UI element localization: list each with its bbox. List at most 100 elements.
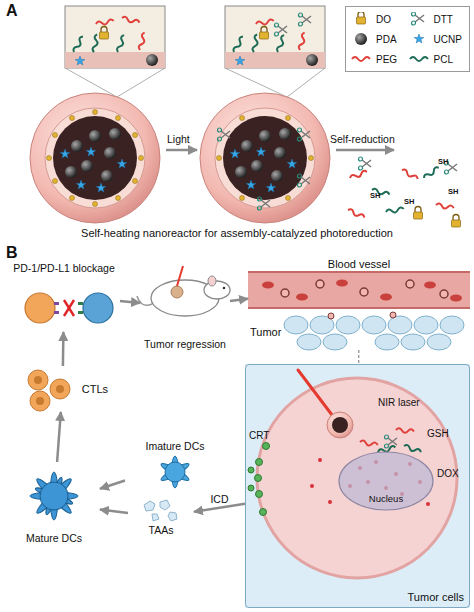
nanoreactor-sphere-part-part <box>240 196 245 201</box>
nanoreactor-sphere-part <box>218 128 231 141</box>
tumor-cluster-part <box>284 316 308 334</box>
checkpoint-cells-part <box>25 293 55 323</box>
tumor-cell-scene-part-part <box>426 502 430 506</box>
zoom-inset-part <box>65 6 165 68</box>
edge-label: ICD <box>210 493 228 505</box>
tumor-cell-scene-part <box>257 378 457 578</box>
tumor-cell-scene <box>245 364 470 608</box>
nanoreactor-sphere-part <box>251 160 263 172</box>
zoom-inset-part <box>65 52 165 68</box>
vessel-lumen-part-part <box>440 290 448 298</box>
nanoreactor-sphere-part <box>256 147 266 156</box>
vessel-lumen <box>248 272 470 308</box>
blockade-group: PD-1/PD-L1 blockage <box>8 260 120 332</box>
nanoreactor-sphere-part-part <box>309 156 314 161</box>
arrow-label: Self-reduction <box>330 133 395 145</box>
mature-dc: Mature DCs <box>8 462 100 546</box>
zoom-inset-part <box>232 35 244 53</box>
immature-dc: Imature DCs <box>125 438 225 490</box>
released-fragments-part <box>414 207 423 220</box>
flow-arrow <box>100 510 128 513</box>
legend-text: PEG <box>376 54 397 65</box>
thiol-tag: SH <box>438 158 448 167</box>
tumor-cluster-part <box>328 313 334 319</box>
vessel-lumen-part-part <box>296 294 308 301</box>
nanoreactor-sphere-part-part <box>93 110 98 115</box>
antigen-fragments: TAAs <box>128 496 194 538</box>
zoom-inset-part <box>252 34 259 52</box>
tumor-cell-panel: Tumor cells Nucleus <box>245 364 470 608</box>
mature-dc-illustration-part <box>40 482 68 510</box>
tumor-mass: Tumor <box>248 314 470 350</box>
legend-swatch-part <box>355 33 367 45</box>
tumor-cluster-part <box>390 312 396 318</box>
vessel-lumen-part-part <box>281 289 289 297</box>
tumor-cell-scene-part <box>385 435 398 448</box>
nanoreactor-sphere-part <box>266 183 276 192</box>
tumor-cluster-part <box>297 334 321 350</box>
nanoreactor-sphere-part <box>71 140 83 152</box>
arrow-label: Light <box>167 133 190 145</box>
zoom-inset-part <box>225 6 325 68</box>
legend-text: DO <box>376 14 391 25</box>
nanoreactor-sphere-part <box>96 183 106 192</box>
nanoreactor-sphere-part <box>230 149 240 158</box>
vessel-lumen-part <box>281 280 448 298</box>
zoom-inset-part <box>72 35 84 53</box>
nanoreactor-sphere-part <box>117 159 127 168</box>
zoom-inset-part <box>256 19 274 26</box>
node-text: Imature DCs <box>146 440 205 452</box>
antigen-fragments-illustration <box>144 500 177 521</box>
immature-dc-illustration <box>159 456 190 488</box>
checkpoint-cells <box>25 293 113 323</box>
legend-swatch <box>350 32 372 46</box>
node-text: Blood vessel <box>328 258 390 271</box>
nanoreactor-sphere-part-part <box>70 196 75 201</box>
tumor-cluster-part <box>362 316 386 334</box>
nanoreactor-sphere-part <box>258 197 271 210</box>
nucleus-shape <box>339 452 433 510</box>
tumor-cell-scene-part-part <box>248 467 254 473</box>
thiol-tag: SH <box>370 192 380 201</box>
zoom-inset-part <box>235 56 245 65</box>
tumor-cell-scene-part-part <box>248 485 254 491</box>
legend-swatch-part <box>410 57 428 61</box>
legend-text: PDA <box>376 34 397 45</box>
tumor-cluster-part <box>414 316 438 334</box>
zoom-inset-part <box>121 16 139 25</box>
nanoreactor-sphere-part <box>53 116 137 200</box>
zoom-inset-part <box>287 68 325 97</box>
antigen-fragments-illustration-part <box>168 512 177 521</box>
tumor-cell-scene-part <box>396 428 414 434</box>
nanoreactor-sphere-part <box>223 116 307 200</box>
tumor-cluster-part <box>375 334 399 350</box>
checkpoint-cells-part <box>78 311 83 314</box>
nanoreactor-sphere-part-part <box>53 133 58 138</box>
nanoreactor-sphere-part <box>235 166 247 178</box>
legend-text: PCL <box>434 54 453 65</box>
node-text: Tumor cells <box>408 591 464 604</box>
nanoreactor-sphere-part <box>30 93 160 223</box>
tumor-cluster-part <box>323 334 347 350</box>
ctl-illustration-part <box>50 379 70 399</box>
nanoreactor-sphere-part <box>287 159 297 168</box>
flow-arrow <box>57 412 61 462</box>
nanoreactor-sphere-part <box>298 174 311 187</box>
flow-arrow <box>100 481 125 489</box>
node-text: Tumor regression <box>144 338 226 350</box>
released-fragments-part <box>359 157 372 170</box>
antigen-fragments-illustration-part <box>144 501 155 511</box>
nanoreactor-sphere-part <box>246 180 256 189</box>
vessel-lumen-part-part <box>262 282 274 289</box>
legend-swatch <box>408 52 430 66</box>
zoom-inset-part <box>100 27 109 40</box>
legend-swatch-part <box>411 12 424 25</box>
nanoreactor-sphere-part <box>241 140 253 152</box>
nanoreactor-sphere-part <box>279 128 291 140</box>
tumor-cell-scene-part <box>248 443 270 516</box>
mouse-part <box>204 281 230 299</box>
zoom-inset-part <box>146 54 158 66</box>
node-text: Nucleus <box>369 494 403 505</box>
